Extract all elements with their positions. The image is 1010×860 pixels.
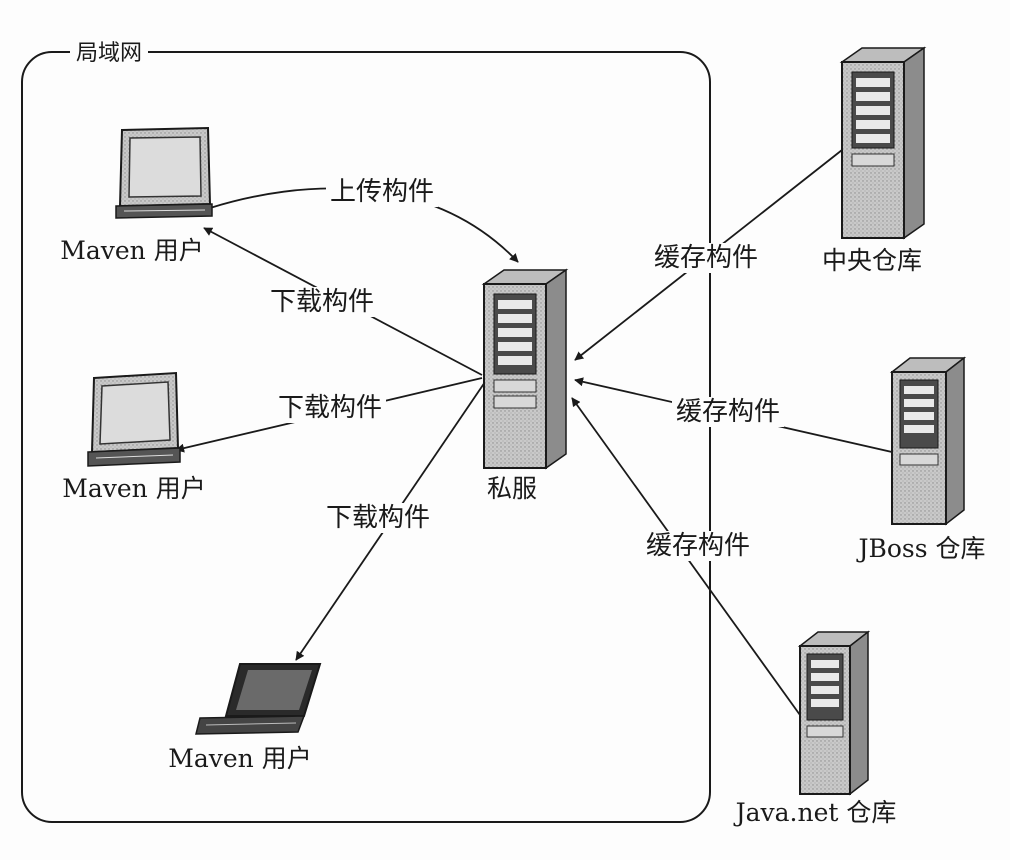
upload-label: 上传构件 [325,177,439,207]
laptop-icon [195,663,322,735]
lan-region-border [21,51,711,823]
download-label-bottom: 下载构件 [321,503,435,533]
cache-label-jboss: 缓存构件 [671,397,785,427]
private-server-icon [481,268,569,470]
user-label-top: Maven 用户 [60,236,204,265]
monitor-icon-mid [87,371,181,467]
javanet-repo-label: Java.net 仓库 [735,798,897,827]
download-label-top: 下载构件 [265,287,379,317]
user-label-mid: Maven 用户 [62,474,206,503]
central-repo-server-icon [839,46,927,240]
cache-label-central: 缓存构件 [649,243,763,273]
jboss-repo-label: JBoss 仓库 [858,534,986,563]
javanet-repo-server-icon [797,630,871,796]
jboss-repo-server-icon [889,356,967,526]
download-label-mid: 下载构件 [273,393,387,423]
cache-label-javanet: 缓存构件 [641,531,755,561]
private-server-label: 私服 [486,474,538,503]
central-repo-label: 中央仓库 [821,246,923,275]
user-label-bottom: Maven 用户 [168,744,312,773]
monitor-icon-top [115,126,213,219]
lan-region-label: 局域网 [70,41,149,67]
